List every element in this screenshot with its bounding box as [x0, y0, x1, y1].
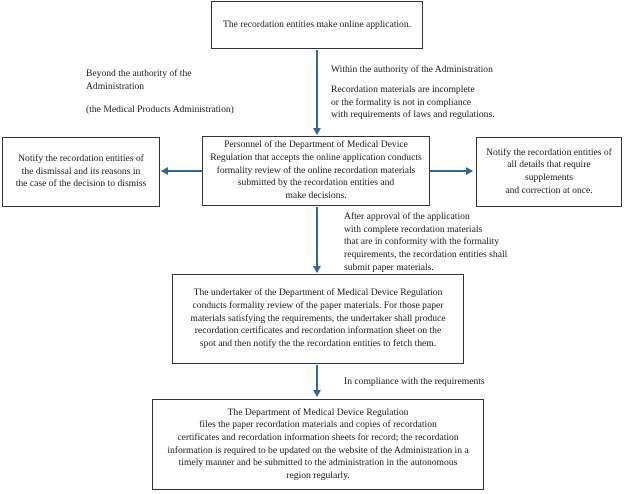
node-notify-supplements: Notify the recordation entities of all d…	[476, 137, 622, 207]
node-online-review: Personnel of the Department of Medical D…	[202, 136, 430, 206]
label-in-compliance: In compliance with the requirements	[344, 376, 485, 387]
node-notify-dismissal: Notify the recordation entities of the d…	[2, 137, 160, 207]
label-after-approval: After approval of the application with c…	[344, 211, 508, 273]
label-within-authority: Within the authority of the Administrati…	[331, 64, 493, 75]
label-medical-products-admin: (the Medical Products Administration)	[86, 104, 234, 115]
node-filing: The Department of Medical Device Regulat…	[152, 399, 484, 490]
label-incomplete-materials: Recordation materials are incomplete or …	[331, 84, 495, 121]
node-paper-review: The undertaker of the Department of Medi…	[172, 274, 464, 364]
label-beyond-authority: Beyond the authority of the Administrati…	[86, 68, 192, 92]
node-online-application: The recordation entities make online app…	[211, 1, 423, 49]
